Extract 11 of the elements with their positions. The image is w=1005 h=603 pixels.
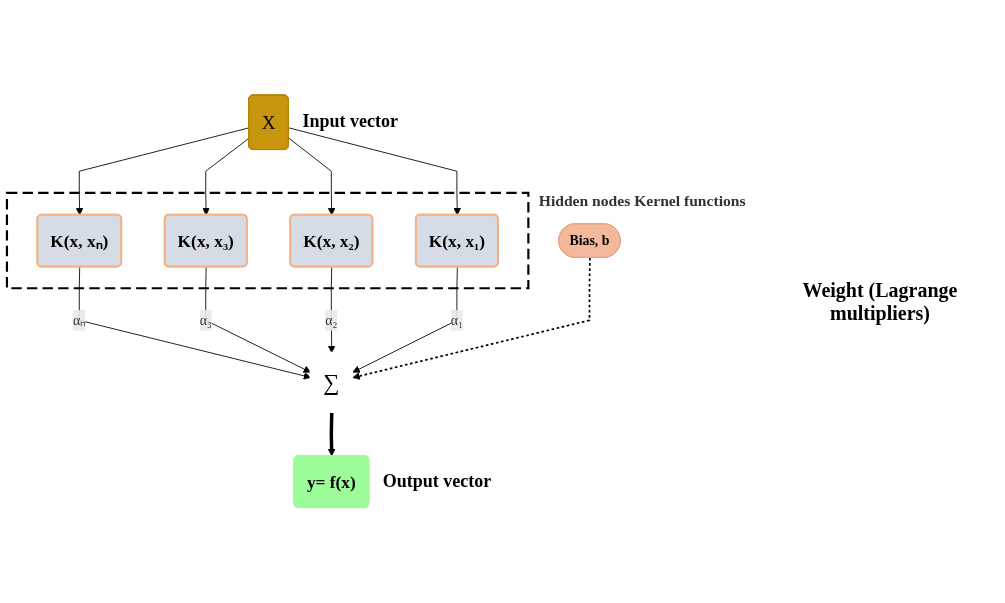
node-caption: Output vector [382, 470, 492, 492]
edge-label: α₁ [450, 312, 463, 328]
cluster [5, 192, 530, 290]
node-label: Hidden nodes Kernel functions [538, 192, 746, 210]
arrow [327, 412, 336, 457]
note-text: Weight (Lagrange multipliers) [801, 278, 959, 325]
edge-label: α₂ [325, 312, 338, 328]
edge-label: α₃ [199, 312, 212, 328]
edge-label: αₙ [73, 312, 86, 328]
node-text: ∑ [323, 369, 340, 396]
node-caption: Input vector [302, 111, 398, 133]
